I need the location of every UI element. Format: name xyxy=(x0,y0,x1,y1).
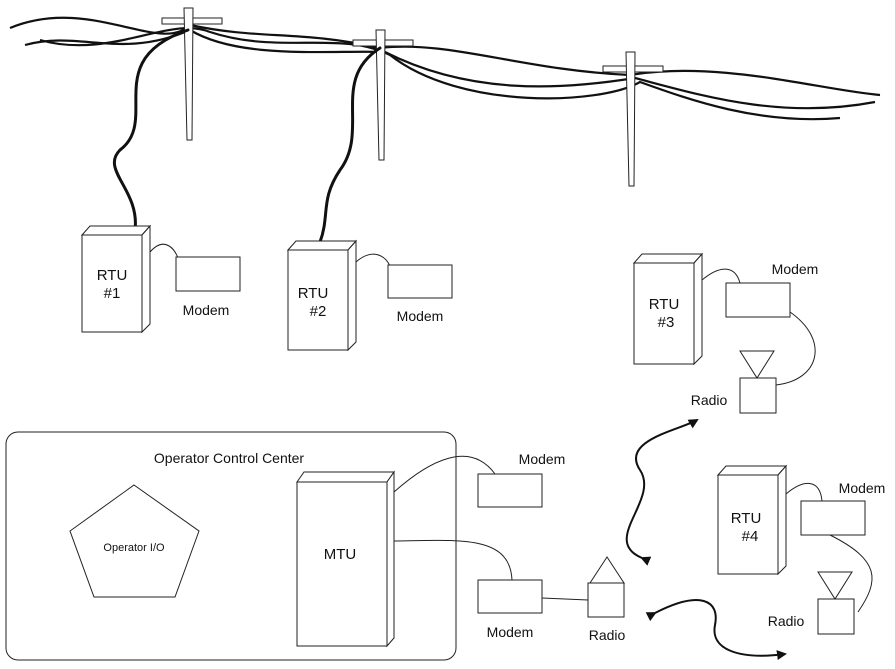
rtu-4: RTU #4 xyxy=(718,466,786,574)
rtu-1-label-line1: RTU xyxy=(97,267,128,284)
rtu-3-label-line1: RTU xyxy=(649,296,680,313)
operator-io-label: Operator I/O xyxy=(103,542,165,554)
radio-3: Radio xyxy=(691,351,776,413)
rtu-2-label-line1: RTU xyxy=(298,285,329,302)
radio-link-rtu3 xyxy=(627,420,697,558)
drop-cable-2 xyxy=(320,48,380,242)
rtu-2-label-line2: #2 xyxy=(310,303,327,320)
modem-3-label: Modem xyxy=(772,261,819,277)
mtu-label: MTU xyxy=(324,546,357,563)
operator-control-center: Operator Control Center Operator I/O MTU xyxy=(6,432,456,660)
modem-2: Modem xyxy=(388,265,452,324)
utility-pole-1 xyxy=(162,8,222,140)
modem-mtu-upper: Modem xyxy=(478,451,565,507)
modem-1-label: Modem xyxy=(183,302,230,318)
modem-3: Modem xyxy=(726,261,818,317)
radio-mtu: Radio xyxy=(588,557,625,643)
rtu-3-label-line2: #3 xyxy=(658,314,675,331)
mtu: MTU xyxy=(297,472,394,646)
modem-1: Modem xyxy=(176,257,240,318)
rtu-4-label-line1: RTU xyxy=(731,510,762,527)
rtu-2: RTU #2 xyxy=(288,241,356,350)
rtu-1-label-line2: #1 xyxy=(104,285,121,302)
radio-4: Radio xyxy=(768,572,854,634)
utility-pole-2 xyxy=(353,30,413,160)
radio-3-label: Radio xyxy=(691,392,728,408)
modem-mtu-upper-label: Modem xyxy=(519,451,566,467)
rtu-3: RTU #3 xyxy=(634,254,702,364)
control-center-title: Operator Control Center xyxy=(154,450,305,466)
utility-pole-3 xyxy=(603,52,663,186)
modem-2-label: Modem xyxy=(397,308,444,324)
modem-4: Modem xyxy=(801,480,885,535)
rtu-1: RTU #1 xyxy=(82,226,150,332)
drop-cable-1 xyxy=(114,30,188,230)
modem-4-label: Modem xyxy=(839,480,886,496)
rtu-4-label-line2: #4 xyxy=(742,528,759,545)
radio-mtu-label: Radio xyxy=(589,627,626,643)
radio-4-label: Radio xyxy=(768,613,805,629)
radio-link-rtu4 xyxy=(655,600,785,656)
modem-mtu-lower-label: Modem xyxy=(487,624,534,640)
modem-mtu-lower: Modem xyxy=(478,580,542,640)
